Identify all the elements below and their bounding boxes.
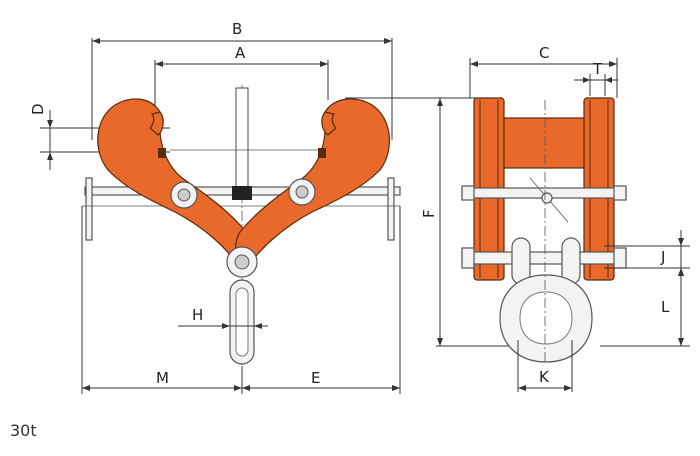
label-m: M (156, 369, 169, 387)
label-h: H (192, 306, 203, 324)
pivot-bolt (226, 246, 258, 278)
label-f: F (420, 209, 438, 218)
label-t: T (592, 60, 603, 78)
label-b: B (232, 20, 242, 38)
top-cross-block (503, 117, 585, 169)
label-e: E (311, 369, 320, 387)
label-a: A (235, 44, 246, 62)
capacity-caption: 30t (10, 421, 37, 440)
label-l: L (661, 298, 670, 316)
label-d: D (29, 103, 47, 115)
right-bolt (288, 178, 316, 206)
label-j: J (660, 248, 665, 266)
left-bolt (170, 181, 198, 209)
left-jaw (97, 98, 252, 271)
label-c: C (539, 44, 549, 62)
beam-flange (235, 87, 249, 197)
front-view: B A D (29, 20, 401, 394)
side-view: C T F (345, 44, 690, 392)
label-k: K (539, 368, 550, 386)
